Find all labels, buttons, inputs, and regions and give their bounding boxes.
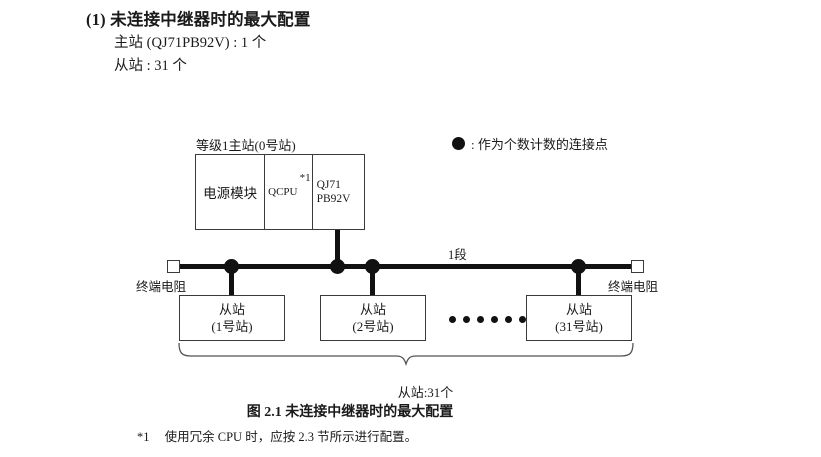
slave-group-label-wrap: 从站:31个 [0, 382, 821, 401]
section-number: (1) [86, 10, 106, 29]
slave-2-station: (2号站) [352, 319, 394, 334]
filled-circle-icon [452, 137, 465, 150]
terminator-left-label: 终端电阻 [136, 280, 187, 294]
slave-station-box-31: 从站 (31号站) [526, 295, 632, 341]
ellipsis-dot [519, 316, 526, 323]
network-module-cell: QJ71 PB92V [313, 155, 364, 229]
drop-line-slave1 [229, 266, 234, 297]
slave-2-name: 从站 [359, 302, 386, 317]
qcpu-cell: QCPU *1 [265, 155, 313, 229]
terminator-left-icon [167, 260, 180, 273]
drop-line-slave2 [370, 266, 375, 297]
legend-text: : 作为个数计数的连接点 [471, 137, 608, 152]
spec-master-count: 主站 (QJ71PB92V) : 1 个 [114, 35, 267, 51]
network-module-label-wrap: QJ71 PB92V [317, 178, 351, 206]
drop-line-master [335, 230, 340, 268]
footnote: *1 使用冗余 CPU 时，应按 2.3 节所示进行配置。 [137, 426, 417, 445]
slave-group-brace [178, 342, 634, 367]
slave-station-box-2: 从站 (2号站) [320, 295, 426, 341]
figure-caption: 图 2.1 未连接中继器时的最大配置 [246, 405, 454, 420]
bus-line [174, 264, 638, 269]
configuration-diagram: 等级1主站(0号站) 电源模块 QCPU *1 QJ71 PB92V : 作为个… [0, 120, 821, 400]
ellipsis-dot [449, 316, 456, 323]
power-module-cell: 电源模块 [196, 155, 266, 229]
footnote-text: 使用冗余 CPU 时，应按 2.3 节所示进行配置。 [164, 430, 418, 444]
heading-block: (1) 未连接中继器时的最大配置 主站 (QJ71PB92V) : 1 个 从站… [86, 8, 706, 78]
slave-31-name: 从站 [565, 302, 592, 317]
segment-label: 1段 [448, 248, 467, 262]
page-title: (1) 未连接中继器时的最大配置 [86, 8, 706, 32]
slave-1-name: 从站 [218, 302, 245, 317]
section-title: 未连接中继器时的最大配置 [110, 10, 311, 29]
spec-slave-count: 从站 : 31 个 [114, 58, 187, 74]
network-module-label-line1: QJ71 [316, 179, 341, 191]
terminator-right-label: 终端电阻 [608, 280, 659, 294]
master-station-label: 等级1主站(0号站) [196, 138, 296, 153]
ellipsis-dots [449, 316, 526, 323]
ellipsis-dot [477, 316, 484, 323]
power-module-label: 电源模块 [203, 186, 258, 201]
footnote-mark: *1 [137, 430, 150, 444]
slave-group-label: 从站:31个 [397, 385, 454, 400]
ellipsis-dot [463, 316, 470, 323]
legend: : 作为个数计数的连接点 [452, 134, 608, 153]
drop-line-slave31 [576, 266, 581, 297]
terminator-right-icon [631, 260, 644, 273]
qcpu-footnote-mark: *1 [299, 172, 311, 184]
qcpu-label: QCPU [268, 186, 298, 198]
slave-31-station: (31号站) [555, 319, 603, 334]
master-station-box: 电源模块 QCPU *1 QJ71 PB92V [195, 154, 365, 230]
ellipsis-dot [505, 316, 512, 323]
network-module-label-line2: PB92V [316, 193, 351, 205]
slave-1-station: (1号站) [211, 319, 253, 334]
ellipsis-dot [491, 316, 498, 323]
slave-station-box-1: 从站 (1号站) [179, 295, 285, 341]
